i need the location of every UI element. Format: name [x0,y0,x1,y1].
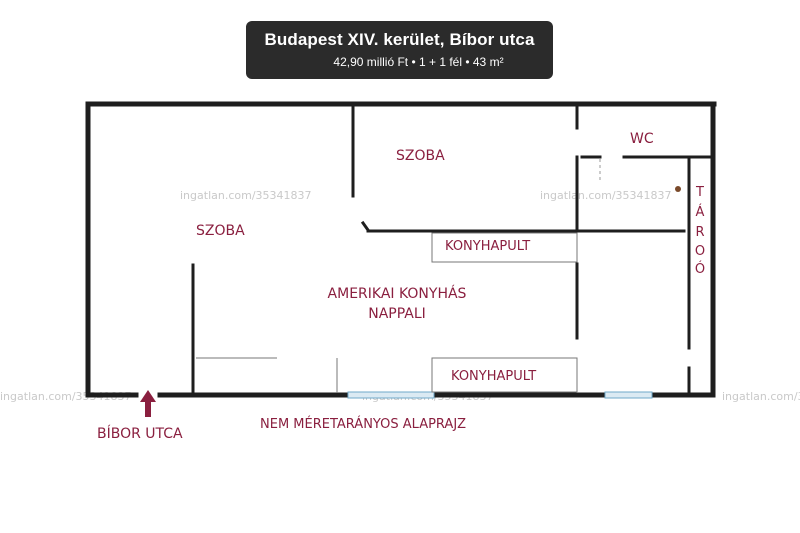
listing-header: Budapest XIV. kerület, Bíbor utca 42,90 … [246,21,553,79]
arrow-up-icon [140,390,156,417]
label-storage: T Á R O Ó [695,185,705,277]
label-counter-upper: KONYHAPULT [445,239,530,254]
storage-letter-3: R [695,225,704,240]
listing-details: 42,90 millió Ft • 1 + 1 fél • 43 m² [333,55,504,69]
label-disclaimer: NEM MÉRETARÁNYOS ALAPRAJZ [260,416,466,432]
storage-letter-4: O [695,244,705,259]
storage-letter-1: T [695,185,704,200]
watermark-2: ingatlan.com/35341837 [540,189,672,202]
storage-letter-2: Á [696,204,705,220]
label-street: BÍBOR UTCA [97,425,183,442]
watermark-5: ingatlan.com/35341837 [722,390,800,403]
label-living-line2: NAPPALI [368,306,426,322]
label-room-top: SZOBA [396,148,445,164]
counter-upper-outline [431,232,578,263]
door-jamb [360,220,371,233]
label-living-line1: AMERIKAI KONYHÁS [328,285,467,302]
storage-letter-5: Ó [695,261,705,277]
watermark-1: ingatlan.com/35341837 [180,189,312,202]
label-counter-lower: KONYHAPULT [451,369,536,384]
window-bottom-right [604,391,653,399]
windows [347,391,653,399]
wc-fixture-icon [675,186,681,192]
label-wc: WC [630,131,654,147]
listing-title: Budapest XIV. kerület, Bíbor utca [264,30,535,49]
window-bottom-left [347,391,435,399]
label-room-left: SZOBA [196,223,245,239]
